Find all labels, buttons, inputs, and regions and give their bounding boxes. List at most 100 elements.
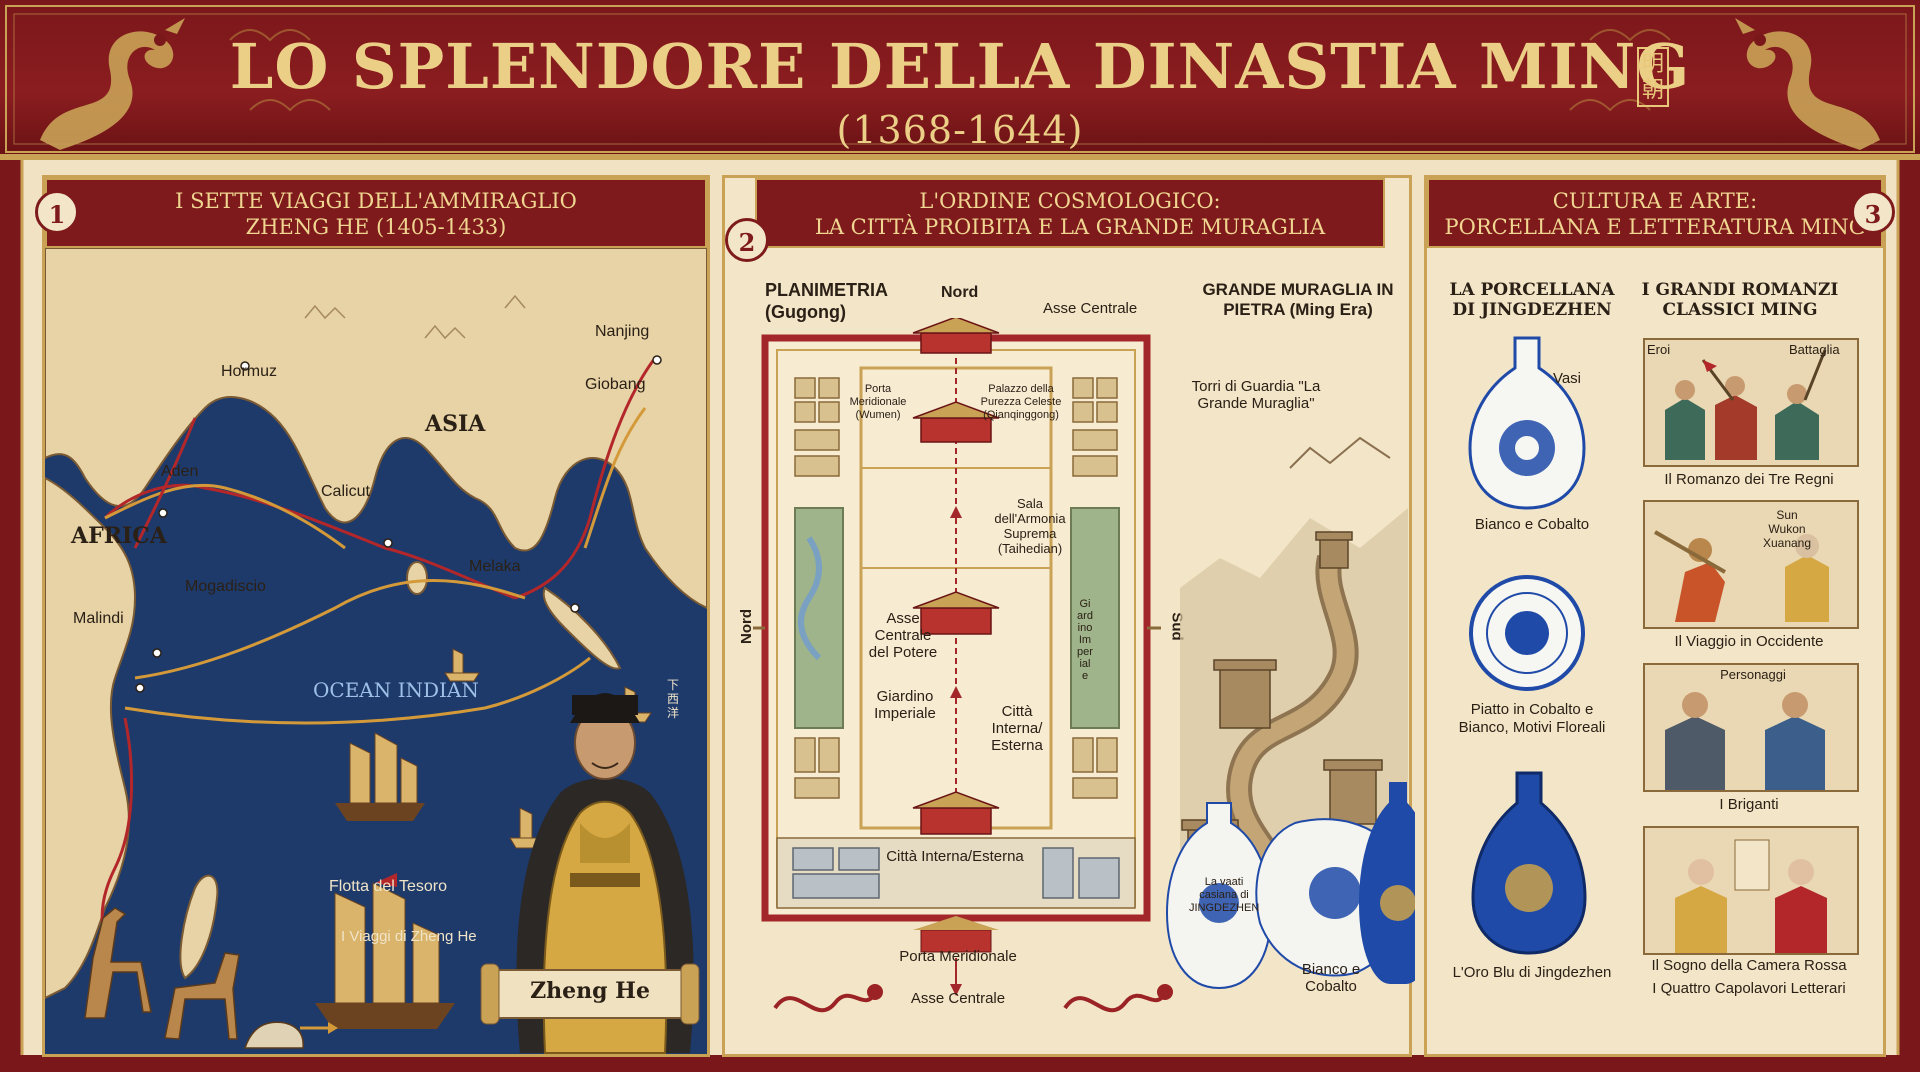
map-label-melaka: Melaka xyxy=(469,558,521,575)
asia-landmass xyxy=(45,248,707,610)
brigands-illustration xyxy=(1665,692,1825,790)
porcelain-plate-icon xyxy=(1469,575,1585,691)
porcelain-label-bianco: Bianco e Cobalto xyxy=(1474,516,1590,533)
panel-forbidden-city: L'ORDINE COSMOLOGICO: LA CITTÀ PROIBITA … xyxy=(722,175,1415,1057)
panel2-header: L'ORDINE COSMOLOGICO: LA CITTÀ PROIBITA … xyxy=(755,178,1385,248)
porcelain-label-piatto: Piatto in Cobalto e Bianco, Motivi Flore… xyxy=(1458,701,1606,736)
panel1-title-line1: I SETTE VIAGGI DELL'AMMIRAGLIO xyxy=(175,189,577,213)
panel3-header: CULTURA E ARTE: PORCELLANA E LETTERATURA… xyxy=(1427,178,1883,248)
panel1-number-badge: 1 xyxy=(35,190,79,234)
novel-card-journey-west xyxy=(1643,500,1859,629)
novel2-tag: Sun Wukon Xuanang xyxy=(1762,508,1812,550)
panel3-title-line1: CULTURA E ARTE: xyxy=(1552,189,1758,213)
title-banner: LO SPLENDORE DELLA DINASTIA MING (1368-1… xyxy=(0,0,1920,160)
porcelain-title: LA PORCELLANA DI JINGDEZHEN xyxy=(1449,280,1615,320)
banner-ornaments xyxy=(5,5,1915,153)
name-scroll xyxy=(480,963,700,1025)
plan-label-asse-potere: Asse Centrale del Potere xyxy=(868,610,938,661)
map-legend-label: I Viaggi di Zheng He xyxy=(341,928,477,945)
date-range: (1368-1644) xyxy=(836,108,1084,152)
great-wall-label: Torri di Guardia "La Grande Muraglia" xyxy=(1191,378,1321,412)
monkey-king-illustration xyxy=(1654,530,1829,622)
plan-label-asse-bottom: Asse Centrale xyxy=(910,990,1006,1007)
plan-label-nord-left: Nord xyxy=(738,609,755,644)
map-label-aden: Aden xyxy=(161,463,199,480)
vase-caption: Bianco e Cobalto xyxy=(1301,961,1361,995)
cobalt-vases xyxy=(1165,782,1415,990)
route-red-3 xyxy=(100,717,134,929)
panel1-header: I SETTE VIAGGI DELL'AMMIRAGLIO ZHENG HE … xyxy=(45,178,707,248)
outer-frame xyxy=(0,160,1920,1072)
panel2-title-line2: LA CITTÀ PROIBITA E LA GRANDE MURAGLIA xyxy=(814,215,1326,239)
imperial-hall-icon xyxy=(912,318,1000,835)
porcelain-label-vasi: Vasi xyxy=(1552,370,1582,387)
novel3-tag: Personaggi xyxy=(1720,667,1786,682)
map-label-giobang: Giobang xyxy=(585,376,646,393)
right-dragon-icon xyxy=(1735,18,1880,151)
map-label-africa: AFRICA xyxy=(71,523,167,549)
plan-label-sala: Sala dell'Armonia Suprema (Taihedian) xyxy=(994,496,1066,556)
novels-title: I GRANDI ROMANZI CLASSICI MING xyxy=(1641,280,1839,320)
treasure-fleet-ship-icon xyxy=(315,873,455,1029)
main-title: LO SPLENDORE DELLA DINASTIA MING xyxy=(229,30,1691,103)
plan-subtitle: (Gugong) xyxy=(765,302,846,322)
route-red-2 xyxy=(103,483,516,600)
novel-card-water-margin xyxy=(1643,663,1859,792)
plan-label-giardino-vertical: Giardino Imperiale xyxy=(1077,598,1093,682)
novel-card-red-chamber xyxy=(1643,826,1859,955)
map-label-nanjing: Nanjing xyxy=(595,323,650,340)
map-label-malindi: Malindi xyxy=(73,610,124,627)
map-vertical-text: 下西洋 xyxy=(666,678,679,720)
battle-scene-illustration xyxy=(1665,349,1827,460)
novel1-tag-eroi: Eroi xyxy=(1647,342,1671,357)
giraffe-animals-icon xyxy=(84,907,304,1049)
novel2-title: Il Viaggio in Occidente xyxy=(1674,633,1824,650)
map-label-fleet: Flotta del Tesoro xyxy=(329,878,447,895)
forbidden-city-plan xyxy=(753,318,1161,996)
novels-footer: I Quattro Capolavori Letterari xyxy=(1652,980,1846,997)
panel2-number-badge: 2 xyxy=(725,218,769,262)
cobalt-vase-illustration xyxy=(1471,771,1587,955)
seal-text: 明朝 xyxy=(1641,52,1664,103)
vase-label: La vaati casiana di JINGDEZHEN xyxy=(1189,876,1260,914)
junk-ship-icon xyxy=(335,732,425,821)
porcelain-label-oro-blu: L'Oro Blu di Jingdezhen xyxy=(1452,964,1612,981)
great-wall-title: GRANDE MURAGLIA IN PIETRA (Ming Era) xyxy=(1202,280,1394,319)
plan-label-porta-meridionale: Porta Meridionale (Wumen) xyxy=(849,383,907,421)
plan-title: PLANIMETRIA xyxy=(765,280,888,300)
route-red-1 xyxy=(514,357,657,600)
red-dragon-icon xyxy=(773,984,1173,1013)
indian-ocean-map xyxy=(45,248,707,1054)
panel3-number-badge: 3 xyxy=(1851,190,1895,234)
map-label-mogadiscio: Mogadiscio xyxy=(185,578,266,595)
novel4-title: Il Sogno della Camera Rossa xyxy=(1651,957,1847,974)
plan-label-palazzo: Palazzo della Purezza Celeste (Qianqingg… xyxy=(980,383,1062,421)
route-gold-3 xyxy=(124,656,591,725)
map-label-hormuz: Hormuz xyxy=(221,363,278,380)
plan-label-porta-bottom: Porta Meridionale xyxy=(899,948,1017,965)
panel-zheng-he: I SETTE VIAGGI DELL'AMMIRAGLIO ZHENG HE … xyxy=(35,175,710,1057)
route-gold-2 xyxy=(134,579,526,680)
map-label-ocean: OCEAN INDIAN xyxy=(313,678,479,702)
zheng-he-name: Zheng He xyxy=(530,978,650,1004)
novel3-title: I Briganti xyxy=(1719,796,1779,813)
plan-label-nord-top: Nord xyxy=(941,284,979,301)
novel1-title: Il Romanzo dei Tre Regni xyxy=(1664,471,1834,488)
red-chamber-illustration xyxy=(1675,839,1827,953)
novel1-tag-battaglia: Battaglia xyxy=(1789,342,1840,357)
route-gold-1 xyxy=(104,483,346,550)
plan-label-citta: Città Interna/ Esterna xyxy=(991,703,1043,754)
plan-label-citta-bottom: Città Interna/Esterna xyxy=(886,848,1024,865)
novel-card-three-kingdoms xyxy=(1643,338,1859,467)
porcelain-illustrations xyxy=(1468,336,1586,691)
map-label-calicut: Calicut xyxy=(321,483,370,500)
bottom-dragons xyxy=(773,984,1173,1013)
panel1-title-line2: ZHENG HE (1405-1433) xyxy=(245,215,507,239)
panel2-title-line1: L'ORDINE COSMOLOGICO: xyxy=(919,189,1221,213)
plan-label-giardino: Giardino Imperiale xyxy=(874,688,936,722)
panel3-title-line2: PORCELLANA E LETTERATURA MING xyxy=(1444,215,1866,239)
left-dragon-icon xyxy=(40,18,185,151)
panel-culture-arts: CULTURA E ARTE: PORCELLANA E LETTERATURA… xyxy=(1424,175,1895,1057)
plan-label-asse-top: Asse Centrale xyxy=(1043,300,1138,317)
